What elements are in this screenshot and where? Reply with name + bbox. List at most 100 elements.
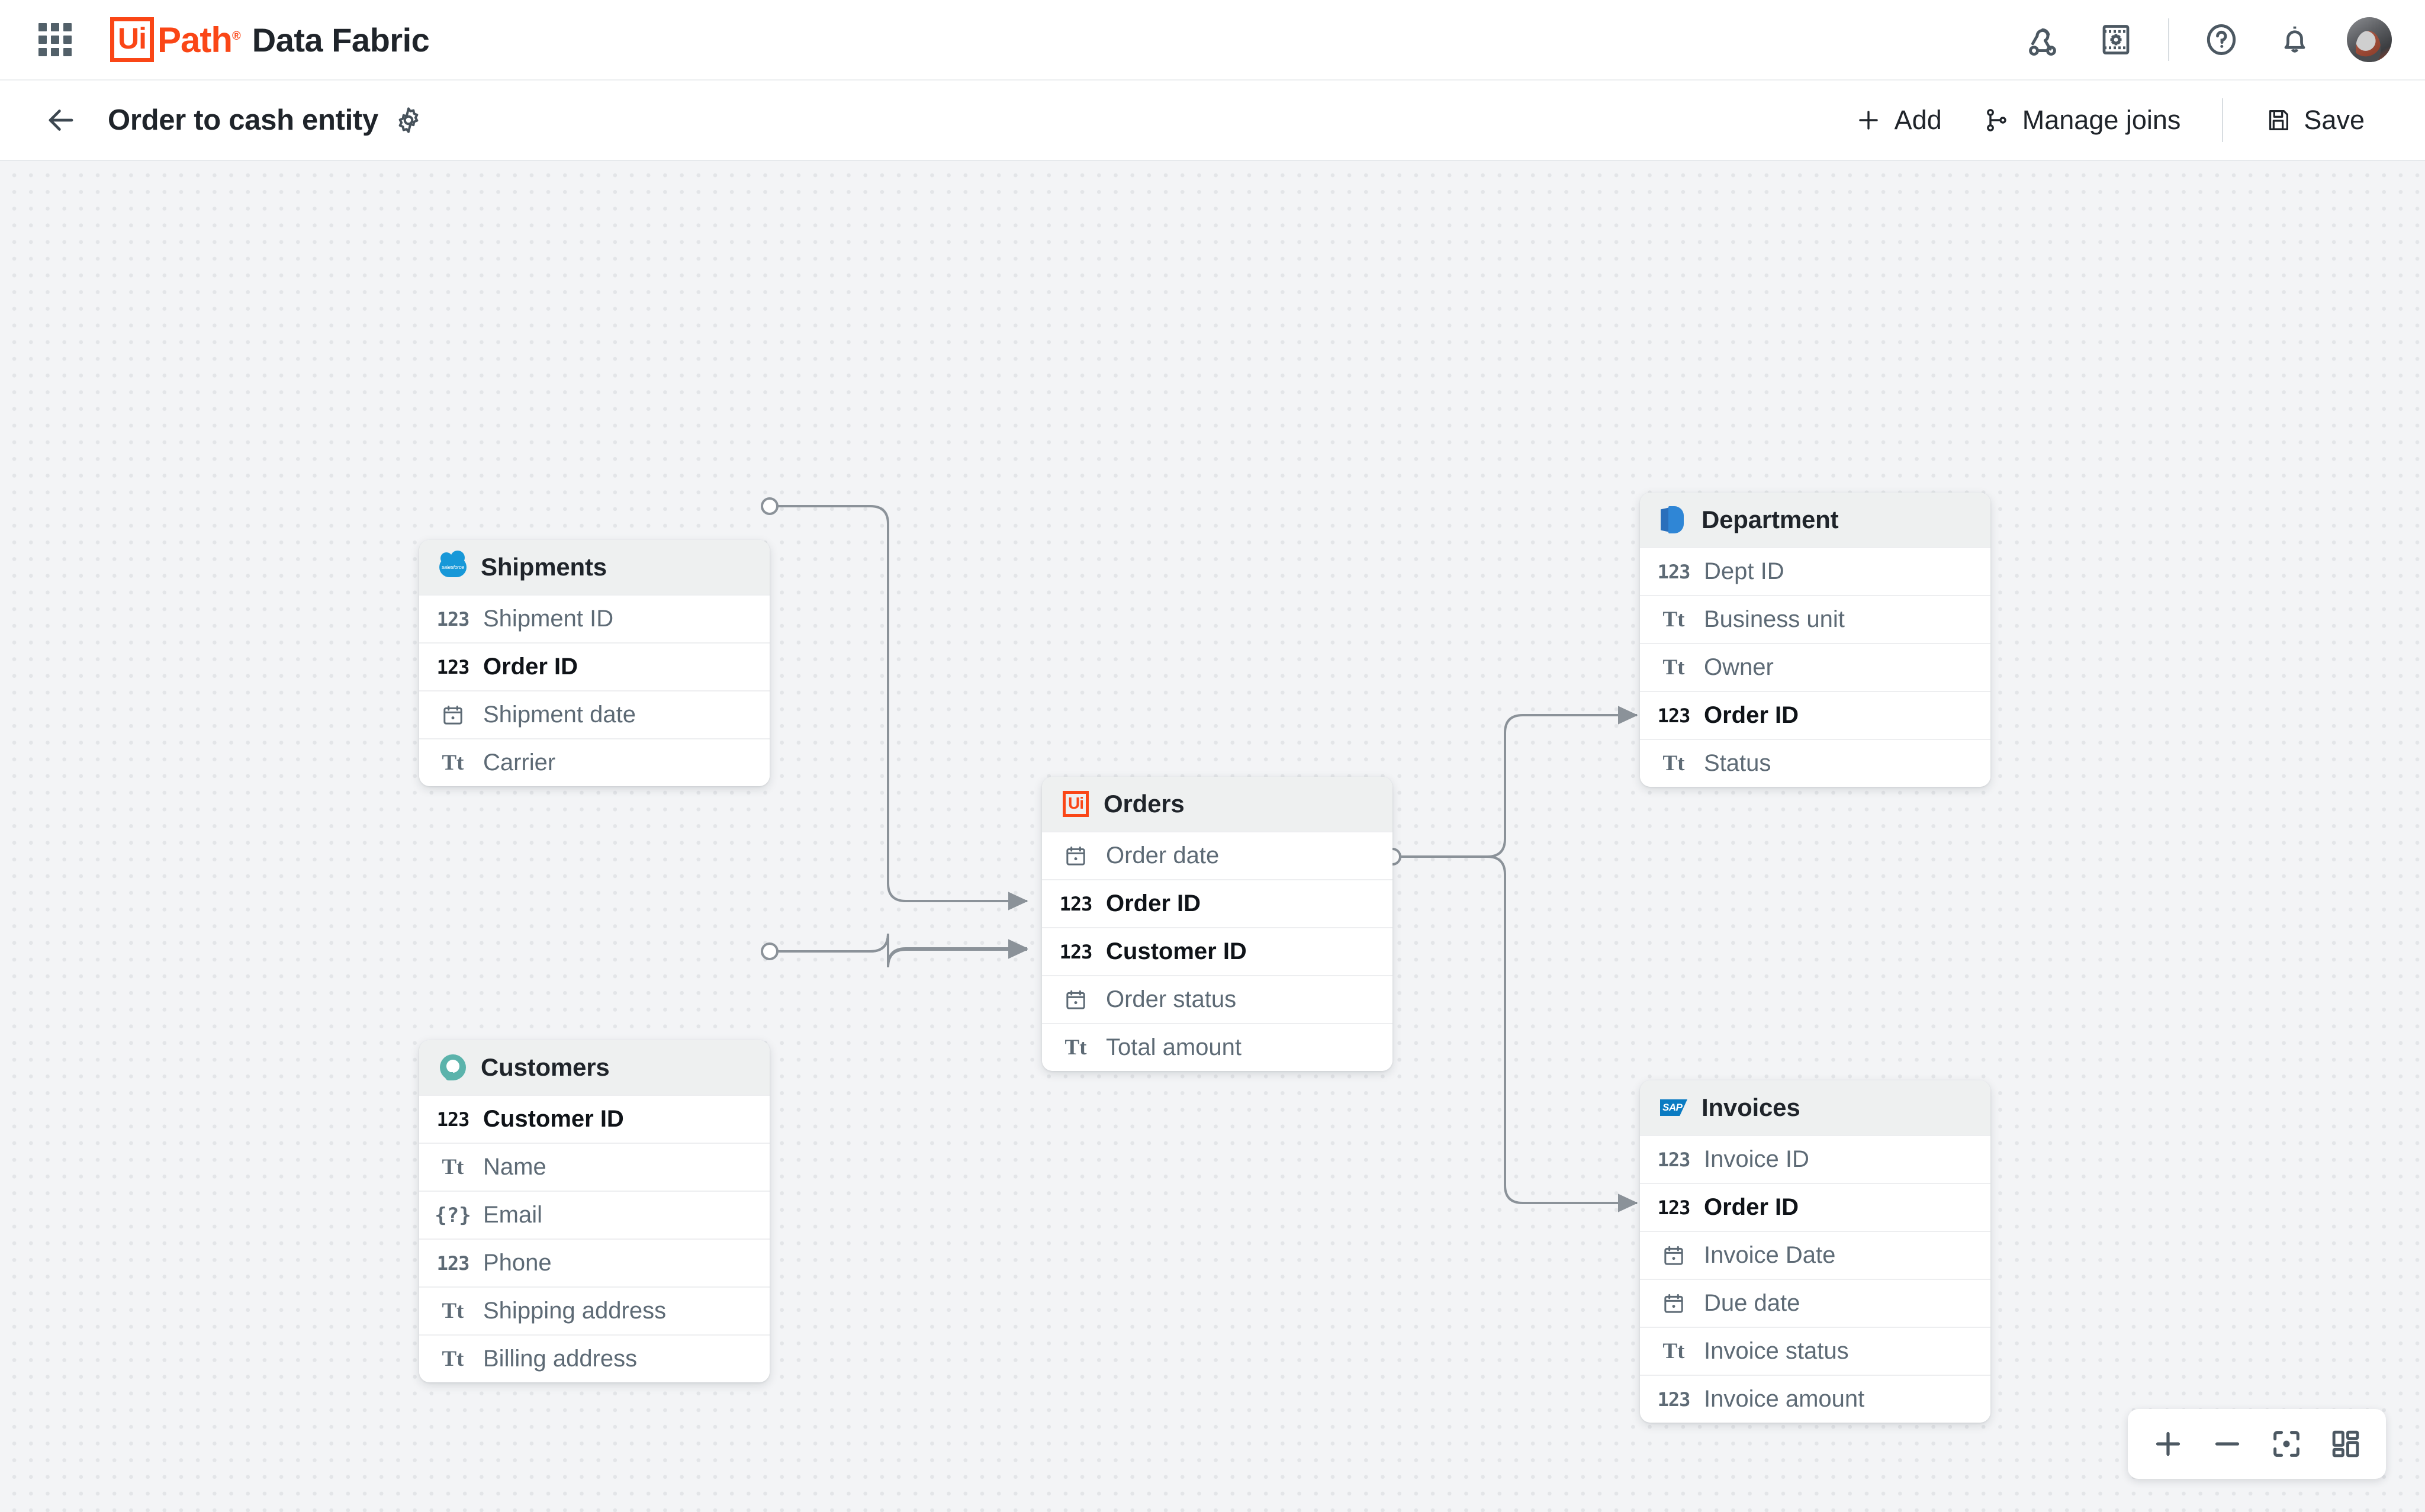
number-type-icon: 123: [436, 607, 470, 630]
field-label: Name: [483, 1154, 546, 1180]
date-type-icon: [1062, 988, 1089, 1012]
brand-logo[interactable]: Ui Path® Data Fabric: [110, 17, 430, 62]
field-row[interactable]: 123 Order ID: [1640, 691, 1990, 739]
entity-card-header[interactable]: Department: [1640, 493, 1990, 547]
field-label: Order ID: [483, 654, 578, 680]
canvas-zoom-controls: [2128, 1409, 2386, 1479]
back-arrow-icon[interactable]: [43, 102, 79, 139]
number-type-icon: 123: [1657, 704, 1691, 727]
field-row[interactable]: Tt Total amount: [1042, 1023, 1392, 1071]
manage-joins-button[interactable]: Manage joins: [1962, 105, 2201, 136]
sap-icon: SAP: [1660, 1094, 1687, 1121]
field-row[interactable]: 123 Invoice ID: [1640, 1135, 1990, 1183]
date-type-icon: [439, 703, 467, 727]
avatar[interactable]: [2347, 17, 2392, 62]
entity-card-orders[interactable]: Ui Orders Order date 123 Order ID 123 Cu…: [1042, 777, 1392, 1071]
auto-layout-icon[interactable]: [2318, 1417, 2373, 1471]
help-icon[interactable]: [2200, 18, 2243, 61]
uipath-logo-mark: Ui: [110, 17, 154, 62]
bell-icon[interactable]: [2273, 18, 2316, 61]
field-label: Shipment date: [483, 702, 636, 728]
number-type-icon: 123: [1657, 1148, 1691, 1171]
entity-toolbar: Order to cash entity Add Manage joins Sa: [0, 81, 2425, 161]
text-type-icon: Tt: [442, 751, 464, 775]
fit-to-screen-icon[interactable]: [2259, 1417, 2314, 1471]
field-label: Order date: [1106, 842, 1220, 868]
number-type-icon: 123: [1657, 1196, 1691, 1219]
save-button[interactable]: Save: [2244, 105, 2385, 136]
field-label: Invoice amount: [1704, 1386, 1865, 1412]
number-type-icon: 123: [436, 1108, 470, 1131]
erd-canvas[interactable]: salesforce Shipments 123 Shipment ID 123…: [0, 161, 2425, 1512]
field-label: Phone: [483, 1250, 552, 1276]
field-row[interactable]: Due date: [1640, 1279, 1990, 1327]
field-label: Customer ID: [1106, 938, 1247, 964]
field-row[interactable]: Order date: [1042, 831, 1392, 879]
field-label: Billing address: [483, 1346, 638, 1372]
field-row[interactable]: Invoice Date: [1640, 1231, 1990, 1279]
field-label: Email: [483, 1202, 543, 1228]
zoom-out-icon[interactable]: [2200, 1417, 2254, 1471]
powerbi-icon: [1660, 506, 1687, 533]
entity-card-header[interactable]: SAP Invoices: [1640, 1080, 1990, 1135]
entity-card-invoices[interactable]: SAP Invoices 123 Invoice ID 123 Order ID…: [1640, 1080, 1990, 1423]
field-label: Shipping address: [483, 1298, 667, 1324]
field-label: Business unit: [1704, 606, 1845, 632]
field-row[interactable]: 123 Customer ID: [1042, 927, 1392, 975]
entity-card-header[interactable]: salesforce Shipments: [419, 540, 770, 594]
add-button[interactable]: Add: [1834, 105, 1962, 136]
entity-name: Invoices: [1702, 1093, 1800, 1121]
field-row[interactable]: Tt Carrier: [419, 738, 770, 786]
field-label: Invoice ID: [1704, 1146, 1809, 1172]
entity-name: Department: [1702, 506, 1839, 533]
entity-card-header[interactable]: Ui Orders: [1042, 777, 1392, 831]
manage-joins-label: Manage joins: [2022, 105, 2181, 135]
field-label: Due date: [1704, 1290, 1800, 1316]
field-row[interactable]: Tt Owner: [1640, 643, 1990, 691]
field-row[interactable]: 123 Dept ID: [1640, 547, 1990, 595]
field-row[interactable]: Tt Name: [419, 1143, 770, 1191]
zoom-in-icon[interactable]: [2141, 1417, 2195, 1471]
app-title: Data Fabric: [252, 21, 430, 59]
field-row[interactable]: 123 Shipment ID: [419, 594, 770, 642]
webhook-icon[interactable]: [2021, 18, 2064, 61]
page-title: Order to cash entity: [108, 104, 378, 136]
field-label: Order ID: [1106, 890, 1201, 916]
field-row[interactable]: Tt Billing address: [419, 1334, 770, 1382]
field-label: Total amount: [1106, 1034, 1242, 1060]
apps-grid-icon[interactable]: [37, 21, 73, 58]
entity-card-header[interactable]: Customers: [419, 1040, 770, 1095]
field-row[interactable]: 123 Phone: [419, 1238, 770, 1286]
field-row[interactable]: 123 Customer ID: [419, 1095, 770, 1143]
field-row[interactable]: 123 Order ID: [1640, 1183, 1990, 1231]
entity-card-shipments[interactable]: salesforce Shipments 123 Shipment ID 123…: [419, 540, 770, 786]
automation-settings-icon[interactable]: [2095, 18, 2137, 61]
customers-app-icon: [439, 1054, 467, 1081]
field-row[interactable]: Tt Business unit: [1640, 595, 1990, 643]
field-row[interactable]: Tt Shipping address: [419, 1286, 770, 1334]
gear-icon[interactable]: [394, 105, 423, 135]
field-row[interactable]: Tt Invoice status: [1640, 1327, 1990, 1375]
text-type-icon: Tt: [1662, 1339, 1685, 1363]
field-row[interactable]: 123 Invoice amount: [1640, 1375, 1990, 1423]
entity-name: Customers: [481, 1053, 610, 1081]
text-type-icon: Tt: [1662, 607, 1685, 632]
expression-type-icon: {?}: [435, 1203, 471, 1227]
entity-name: Shipments: [481, 553, 607, 581]
field-row[interactable]: Order status: [1042, 975, 1392, 1023]
field-label: Owner: [1704, 654, 1774, 680]
entity-card-customers[interactable]: Customers 123 Customer ID Tt Name {?} Em…: [419, 1040, 770, 1382]
field-label: Dept ID: [1704, 558, 1784, 584]
field-row[interactable]: 123 Order ID: [1042, 879, 1392, 927]
date-type-icon: [1660, 1292, 1687, 1315]
field-row[interactable]: Shipment date: [419, 690, 770, 738]
number-type-icon: 123: [1657, 1388, 1691, 1411]
field-label: Order ID: [1704, 702, 1799, 728]
uipath-logo-word: Path®: [157, 20, 241, 60]
field-label: Order ID: [1704, 1194, 1799, 1220]
field-row[interactable]: 123 Order ID: [419, 642, 770, 690]
entity-card-department[interactable]: Department 123 Dept ID Tt Business unit …: [1640, 493, 1990, 787]
number-type-icon: 123: [436, 1252, 470, 1275]
field-row[interactable]: {?} Email: [419, 1191, 770, 1238]
field-row[interactable]: Tt Status: [1640, 739, 1990, 787]
